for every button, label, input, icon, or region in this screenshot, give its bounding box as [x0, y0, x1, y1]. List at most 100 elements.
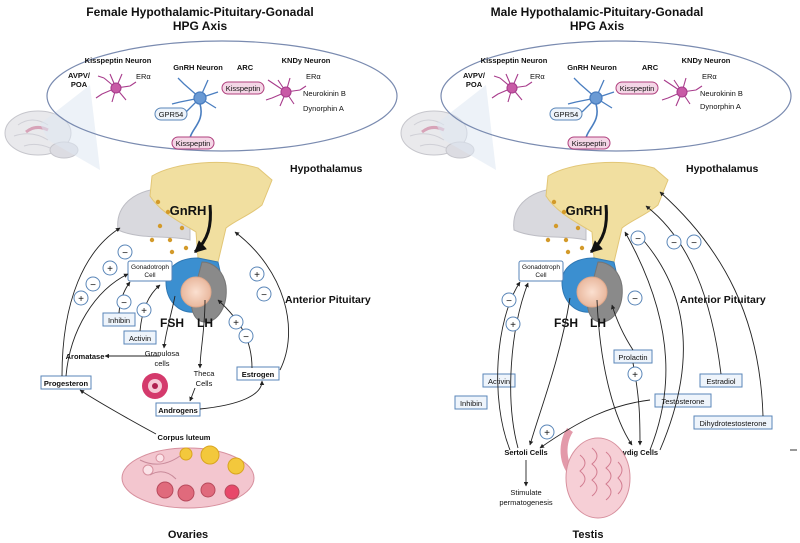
- sign-minus: −: [635, 234, 641, 245]
- gonadotroph-label-line2: Cell: [535, 272, 547, 279]
- hypothalamus-label: Hypothalamus: [686, 163, 759, 175]
- kisspeptin-tag-bottom: [567, 136, 611, 150]
- testis-icon: [560, 428, 631, 519]
- dihydrotestosterone-box: [693, 415, 773, 430]
- sign-minus: −: [506, 296, 512, 307]
- sign-minus: −: [671, 238, 677, 249]
- kisspeptin-neuron-label: Kisspeptin Neuron: [481, 56, 548, 65]
- female-signs: − + − + − + + − + −: [73, 244, 272, 344]
- activin-label: Activin: [488, 377, 510, 386]
- kndy-neuron-label: KNDy Neuron: [282, 56, 331, 65]
- sign-minus: −: [691, 238, 697, 249]
- kisspeptin-tag-arc: [615, 81, 659, 95]
- anterior-pituitary-label: Anterior Pituitary: [285, 294, 371, 306]
- lh-label: LH: [197, 316, 213, 330]
- gonadotroph-label-line1: Gonadotroph: [131, 264, 169, 271]
- ovaries-label: Ovaries: [168, 529, 208, 541]
- gnrh-neuron-label: GnRH Neuron: [567, 63, 617, 72]
- gnrh-label: GnRH: [566, 203, 603, 218]
- gpr54-tag-label: GPR54: [554, 110, 579, 119]
- female-feedback-arrows: [61, 227, 290, 435]
- dynorphin-label: Dynorphin A: [303, 104, 344, 113]
- hypothalamus-neuron-oval: [46, 40, 398, 152]
- lh-label: LH: [590, 316, 606, 330]
- leydig-cells-label: Leydig Cells: [614, 448, 658, 457]
- granulosa-label-line2: cells: [154, 359, 169, 368]
- male-title-line2: HPG Axis: [570, 19, 625, 33]
- kisspeptin-neuron-avpv-icon: [491, 73, 533, 103]
- androgens-box: [155, 402, 201, 417]
- kndy-neuron-icon: [661, 77, 703, 107]
- sertoli-cells-label: Sertoli Cells: [504, 448, 547, 457]
- male-panel: Male Hypothalamic-Pituitary-Gonadal HPG …: [400, 5, 797, 541]
- gonadotroph-label-line2: Cell: [144, 272, 156, 279]
- sign-plus: +: [254, 270, 260, 281]
- estrogen-label: Estrogen: [242, 370, 275, 379]
- gpr54-tag: [549, 107, 583, 121]
- testosterone-label: Testosterone: [662, 397, 705, 406]
- sign-plus: +: [632, 370, 638, 381]
- testis-label: Testis: [573, 529, 604, 541]
- gnrh-neuron-label: GnRH Neuron: [173, 63, 223, 72]
- anterior-pituitary-label: Anterior Pituitary: [680, 294, 766, 306]
- brain-zoom-wedge: [40, 85, 100, 170]
- sign-minus: −: [90, 280, 96, 291]
- corpus-luteum-label: Corpus luteum: [158, 433, 211, 442]
- era-left-label: ERα: [136, 72, 151, 81]
- avpv-label-line1: AVPV/: [463, 71, 486, 80]
- granulosa-label-line1: Granulosa: [145, 349, 180, 358]
- kndy-neuron-label: KNDy Neuron: [682, 56, 731, 65]
- follicle-icon: [142, 373, 168, 399]
- androgens-label: Androgens: [158, 406, 198, 415]
- sign-plus: +: [233, 318, 239, 329]
- gonadotroph-cell-box: [518, 260, 564, 282]
- dihydrotestosterone-label: Dihydrotestosterone: [699, 419, 766, 428]
- female-title-line1: Female Hypothalamic-Pituitary-Gonadal: [86, 5, 313, 19]
- sign-minus: −: [122, 248, 128, 259]
- estradiol-label: Estradiol: [706, 377, 736, 386]
- hypothalamus-pituitary-graphic: [513, 161, 669, 323]
- sign-plus: +: [510, 320, 516, 331]
- kisspeptin-neuron-label: Kisspeptin Neuron: [85, 56, 152, 65]
- sign-plus: +: [107, 264, 113, 275]
- gpr54-tag: [154, 107, 188, 121]
- aromatase-label: Aromatase: [66, 352, 105, 361]
- gnrh-neuron-icon: [171, 77, 219, 147]
- female-panel: Female Hypothalamic-Pituitary-Gonadal HP…: [4, 5, 398, 541]
- male-signs: − + − − − − + +: [501, 230, 702, 440]
- stimulate-label-line2: permatogenesis: [499, 498, 553, 507]
- gnrh-arrow: [589, 204, 608, 254]
- arc-label: ARC: [642, 63, 659, 72]
- prolactin-label: Prolactin: [618, 353, 647, 362]
- avpv-label-line2: POA: [71, 80, 88, 89]
- era-left-label: ERα: [530, 72, 545, 81]
- sign-plus: +: [141, 306, 147, 317]
- era-right-label: ERα: [702, 72, 717, 81]
- sign-plus: +: [544, 428, 550, 439]
- kisspeptin-tag-arc-label: Kisspeptin: [620, 84, 655, 93]
- theca-label-line2: Cells: [196, 379, 213, 388]
- testosterone-box: [654, 393, 712, 408]
- avpv-label-line2: POA: [466, 80, 483, 89]
- neurokinin-label: Neurokinin B: [303, 89, 346, 98]
- activin-label: Activin: [129, 334, 151, 343]
- progesteron-label: Progesteron: [44, 379, 89, 388]
- brain-zoom-wedge: [436, 85, 496, 170]
- arc-label: ARC: [237, 63, 254, 72]
- era-right-label: ERα: [306, 72, 321, 81]
- gonadotroph-cell-box: [127, 260, 173, 282]
- avpv-label-line1: AVPV/: [68, 71, 91, 80]
- fsh-label: FSH: [160, 316, 184, 330]
- kisspeptin-tag-bottom-label: Kisspeptin: [572, 139, 607, 148]
- kisspeptin-neuron-avpv-icon: [95, 73, 137, 103]
- hypothalamus-label: Hypothalamus: [290, 163, 363, 175]
- theca-label-line1: Theca: [194, 369, 216, 378]
- female-title-line2: HPG Axis: [173, 19, 228, 33]
- kisspeptin-tag-bottom-label: Kisspeptin: [176, 139, 211, 148]
- hypothalamus-pituitary-graphic: [117, 161, 273, 323]
- gnrh-label: GnRH: [170, 203, 207, 218]
- inhibin-box: [454, 395, 488, 410]
- estrogen-box: [236, 366, 280, 381]
- dynorphin-label: Dynorphin A: [700, 102, 741, 111]
